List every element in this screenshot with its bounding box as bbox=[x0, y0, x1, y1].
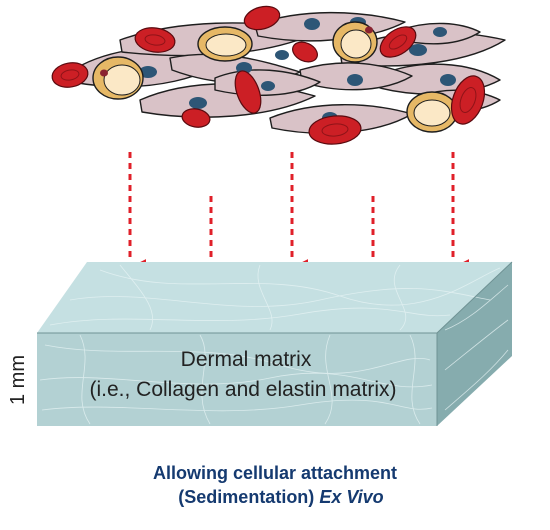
adipocyte-cell bbox=[406, 91, 458, 133]
red-blood-cell bbox=[292, 41, 318, 63]
adipocyte-cell bbox=[92, 56, 144, 100]
caption-line1: Allowing cellular attachment bbox=[152, 463, 398, 483]
caption-line2-italic: Ex Vivo bbox=[319, 487, 384, 507]
matrix-top-face bbox=[37, 262, 512, 333]
sedimentation-arrows bbox=[128, 152, 470, 321]
matrix-front-face bbox=[37, 333, 437, 426]
thickness-label: 1 mm bbox=[7, 355, 29, 405]
red-blood-cell bbox=[379, 26, 417, 58]
red-blood-cell bbox=[51, 62, 89, 88]
adipocyte-cell bbox=[332, 21, 378, 63]
red-blood-cell bbox=[181, 108, 211, 128]
matrix-block-icon bbox=[37, 261, 513, 426]
red-blood-cell bbox=[134, 27, 176, 53]
matrix-label-line2: (i.e., Collagen and elastin matrix) bbox=[90, 378, 397, 401]
adipocyte-cell bbox=[197, 26, 253, 62]
matrix-side-face bbox=[437, 262, 512, 426]
caption-line2-plain: (Sedimentation) bbox=[178, 487, 320, 507]
caption-line2: (Sedimentation) Ex Vivo bbox=[66, 486, 496, 508]
matrix-label-line1: Dermal matrix bbox=[181, 348, 312, 371]
red-blood-cell bbox=[243, 5, 281, 31]
red-blood-cell bbox=[308, 115, 362, 145]
red-blood-cell bbox=[234, 70, 262, 114]
cell-cluster-icon bbox=[51, 5, 506, 145]
red-blood-cell bbox=[450, 75, 486, 125]
